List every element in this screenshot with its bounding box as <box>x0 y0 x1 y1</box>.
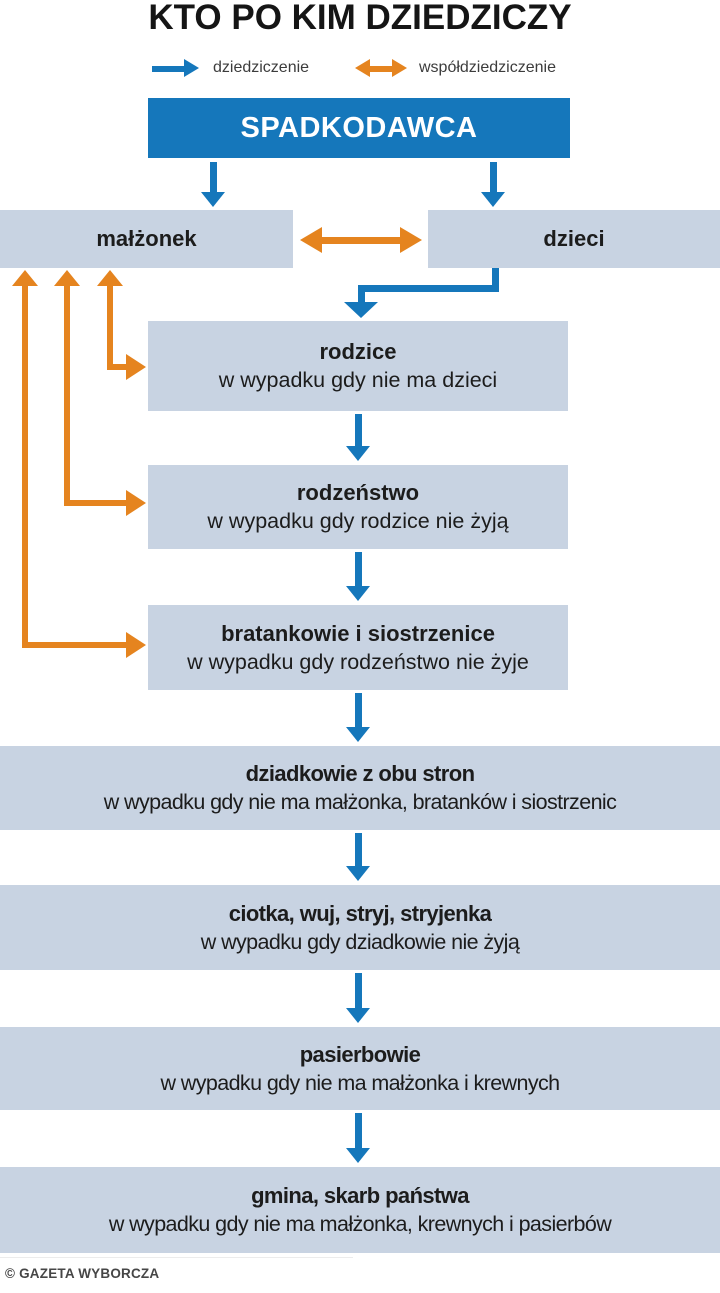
node-spadkodawca-label: SPADKODAWCA <box>240 111 478 144</box>
node-rodzenstwo-condition: w wypadku gdy rodzice nie żyją <box>207 509 509 533</box>
node-bratankowie-condition: w wypadku gdy rodzeństwo nie żyje <box>187 649 529 674</box>
node-ciotka-condition: w wypadku gdy dziadkowie nie żyją <box>200 929 520 954</box>
co-inheritance-malzonek-bratankowie-up-head-icon <box>12 270 38 286</box>
node-malzonek-label: małżonek <box>96 226 197 251</box>
node-rodzenstwo-title: rodzeństwo <box>296 480 420 505</box>
node-gmina: gmina, skarb państwa w wypadku gdy nie m… <box>0 1167 720 1253</box>
arrow-rodzice-rodzenstwo-line <box>355 414 362 447</box>
node-rodzice-condition: w wypadku gdy nie ma dzieci <box>218 368 498 392</box>
arrow-dzieci-rodzice-head-icon <box>344 302 378 318</box>
node-pasierbowie: pasierbowie w wypadku gdy nie ma małżonk… <box>0 1027 720 1110</box>
node-malzonek: małżonek <box>0 210 293 268</box>
node-bratankowie-title: bratankowie i siostrzenice <box>221 620 495 646</box>
arrow-spadkodawca-dzieci-line <box>490 162 497 193</box>
legend-arrow-right-head-icon <box>184 59 199 77</box>
co-inheritance-malzonek-rodzenstwo-vertical-line <box>64 284 70 506</box>
co-inheritance-malzonek-bratankowie-horizontal-line <box>22 642 126 648</box>
node-dziadkowie-condition: w wypadku gdy nie ma małżonka, bratanków… <box>103 790 617 814</box>
arrow-rodzenstwo-bratankowie-head-icon <box>346 586 370 601</box>
node-ciotka-title: ciotka, wuj, stryj, stryjenka <box>228 900 492 926</box>
arrow-spadkodawca-malzonek-line <box>210 162 217 193</box>
arrow-dzieci-rodzice-stub-line <box>358 285 365 303</box>
co-inheritance-malzonek-rodzenstwo-right-head-icon <box>126 490 146 516</box>
legend-arrow-right-icon <box>152 66 186 72</box>
legend-double-arrow-right-head-icon <box>392 59 407 77</box>
arrow-pasierbowie-gmina-line <box>355 1113 362 1149</box>
node-rodzice-title: rodzice <box>319 339 397 364</box>
co-inheritance-malzonek-bratankowie-vertical-line <box>22 284 28 648</box>
arrow-rodzenstwo-bratankowie-line <box>355 552 362 587</box>
node-pasierbowie-title: pasierbowie <box>299 1041 421 1067</box>
co-inheritance-malzonek-rodzenstwo-horizontal-line <box>64 500 126 506</box>
co-inheritance-malzonek-rodzice-vertical-line <box>107 284 113 370</box>
legend-inheritance-label: dziedziczenie <box>213 59 310 76</box>
legend-co-inheritance-label: współdziedziczenie <box>419 59 556 76</box>
co-inheritance-malzonek-rodzice-horizontal-line <box>107 364 126 370</box>
arrow-dziadkowie-ciotka-head-icon <box>346 866 370 881</box>
co-inheritance-malzonek-dzieci-right-head-icon <box>400 227 422 253</box>
node-rodzice: rodzice w wypadku gdy nie ma dzieci <box>148 321 568 411</box>
arrow-spadkodawca-dzieci-head-icon <box>481 192 505 207</box>
legend-double-arrow-left-head-icon <box>355 59 370 77</box>
node-dziadkowie-title: dziadkowie z obu stron <box>245 761 475 786</box>
arrow-dzieci-rodzice-horizontal-line <box>358 285 499 292</box>
arrow-rodzice-rodzenstwo-head-icon <box>346 446 370 461</box>
node-gmina-condition: w wypadku gdy nie ma małżonka, krewnych … <box>108 1212 612 1236</box>
co-inheritance-malzonek-rodzice-up-head-icon <box>97 270 123 286</box>
arrow-bratankowie-dziadkowie-head-icon <box>346 727 370 742</box>
arrow-dzieci-rodzice-vertical-line <box>492 268 499 292</box>
node-bratankowie: bratankowie i siostrzenice w wypadku gdy… <box>148 605 568 690</box>
node-gmina-title: gmina, skarb państwa <box>251 1183 469 1208</box>
arrow-dziadkowie-ciotka-line <box>355 833 362 867</box>
footer-credit: © GAZETA WYBORCZA <box>5 1266 160 1281</box>
node-dzieci-label: dzieci <box>543 226 605 251</box>
node-rodzenstwo: rodzeństwo w wypadku gdy rodzice nie żyj… <box>148 465 568 549</box>
co-inheritance-malzonek-dzieci-line <box>318 237 402 244</box>
arrow-pasierbowie-gmina-head-icon <box>346 1148 370 1163</box>
node-dziadkowie: dziadkowie z obu stron w wypadku gdy nie… <box>0 746 720 830</box>
co-inheritance-malzonek-dzieci-left-head-icon <box>300 227 322 253</box>
node-dzieci: dzieci <box>428 210 720 268</box>
legend-double-arrow-icon <box>368 66 394 72</box>
co-inheritance-malzonek-bratankowie-right-head-icon <box>126 632 146 658</box>
arrow-bratankowie-dziadkowie-line <box>355 693 362 728</box>
page-title: KTO PO KIM DZIEDZICZY <box>148 0 572 37</box>
node-pasierbowie-condition: w wypadku gdy nie ma małżonka i krewnych <box>160 1070 560 1095</box>
co-inheritance-malzonek-rodzenstwo-up-head-icon <box>54 270 80 286</box>
arrow-ciotka-pasierbowie-head-icon <box>346 1008 370 1023</box>
node-ciotka: ciotka, wuj, stryj, stryjenka w wypadku … <box>0 885 720 970</box>
footer-divider <box>0 1257 353 1258</box>
node-spadkodawca: SPADKODAWCA <box>148 98 570 158</box>
arrow-ciotka-pasierbowie-line <box>355 973 362 1009</box>
arrow-spadkodawca-malzonek-head-icon <box>201 192 225 207</box>
co-inheritance-malzonek-rodzice-right-head-icon <box>126 354 146 380</box>
